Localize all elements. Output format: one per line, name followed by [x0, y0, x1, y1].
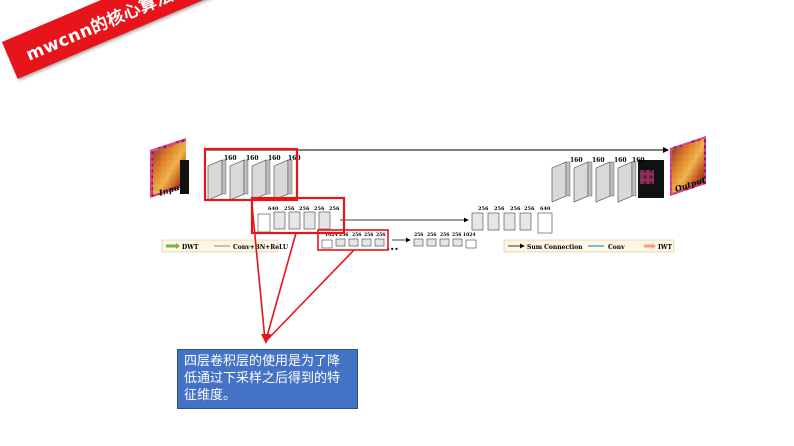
level3-decoder-blocks: [413, 238, 477, 249]
l3-ch-1: 256: [339, 232, 348, 238]
l2-ch-3: 256: [314, 206, 325, 212]
l2-ch-2: 256: [299, 206, 310, 212]
legend-conv: Conv: [608, 244, 625, 251]
l3-out-ch-1: 256: [427, 232, 436, 238]
legend-iwt: IWT: [658, 244, 673, 251]
l1-out-ch-3: 160: [632, 157, 645, 164]
highlight-box-level2: [250, 196, 346, 235]
l2-out-ch-0: 256: [478, 206, 489, 212]
level2-encoder-blocks: [257, 211, 331, 233]
l2-ch-4: 256: [329, 206, 340, 212]
l3-ch-3: 256: [364, 232, 373, 238]
legend-sum: Sum Connection: [527, 244, 583, 251]
l1-ch-2: 160: [268, 155, 281, 162]
l1-ch-3: 160: [288, 155, 301, 162]
pointer-line-3: [266, 249, 355, 341]
l2-out-ch-3: 256: [524, 206, 535, 212]
level1-encoder-blocks: [207, 159, 293, 201]
l2-out-ch-1: 256: [494, 206, 505, 212]
l3-out-ch-3: 256: [452, 232, 461, 238]
l1-ch-0: 160: [224, 155, 237, 162]
l3-out-ch-0: 256: [414, 232, 423, 238]
legend-right: [503, 239, 675, 253]
l2-ch-0: 640: [268, 206, 279, 212]
level1-decoder-blocks: [551, 161, 637, 203]
l3-out-ch-4: 1024: [463, 232, 476, 238]
l1-out-ch-0: 160: [570, 157, 583, 164]
pointer-line-1: [251, 204, 266, 341]
callout-text: 四层卷积层的使用是为了降低通过下采样之后得到的特征维度。: [184, 354, 341, 403]
explanation-callout: 四层卷积层的使用是为了降低通过下采样之后得到的特征维度。: [177, 349, 358, 409]
l2-out-ch-4: 640: [540, 206, 551, 212]
l1-out-ch-1: 160: [592, 157, 605, 164]
l1-ch-1: 160: [246, 155, 259, 162]
l3-ch-0: 1024: [325, 232, 338, 238]
l3-out-ch-2: 256: [440, 232, 449, 238]
ellipsis: ...: [386, 239, 399, 253]
pointer-line-2: [265, 232, 297, 341]
level2-decoder-blocks: [471, 212, 553, 234]
legend-dwt: DWT: [182, 244, 199, 251]
legend-left: [161, 239, 279, 253]
l1-out-ch-2: 160: [614, 157, 627, 164]
l2-ch-1: 256: [284, 206, 295, 212]
level3-encoder-blocks: [321, 238, 385, 249]
input-image: [150, 138, 189, 198]
legend-conv-bn-relu: Conv+BN+ReLU: [233, 244, 289, 251]
l2-out-ch-2: 256: [510, 206, 521, 212]
pointer-arrowhead: [261, 334, 271, 344]
output-image: [638, 136, 706, 198]
l3-ch-4: 256: [376, 232, 385, 238]
l3-ch-2: 256: [352, 232, 361, 238]
